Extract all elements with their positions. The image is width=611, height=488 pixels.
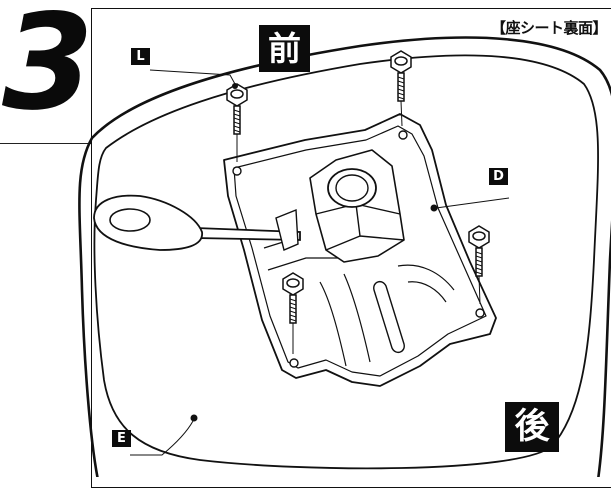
back-direction-label: 後 [505,402,559,452]
leader-dot-l [232,83,238,89]
mount-hole [475,308,485,318]
part-label-mechanism-plate: D [489,168,508,185]
seat-outer-edge [78,36,611,477]
step-divider [0,143,92,144]
bolt [390,50,412,102]
part-label-bolt: L [131,48,150,65]
bolt [226,83,248,135]
leader-dot-e [190,414,198,422]
mechanism-plate [223,113,497,387]
plate-slot [373,280,405,354]
bolt [468,225,490,277]
leader-d [435,197,510,209]
page-title: 【座シート裏面】 [490,19,608,37]
mount-hole [232,166,242,176]
lever-bracket [275,208,299,251]
mount-hole [398,130,408,140]
alignment-lines [236,100,481,354]
lever-handle [93,194,301,251]
leader-lines [130,69,510,456]
assembly-illustration [78,36,611,477]
cylinder-socket-inner [335,174,369,202]
front-direction-label: 前 [259,25,310,72]
leader-e [130,420,194,456]
lever-grip-hole [109,208,151,232]
plate-rim [233,125,487,377]
plate-ribs [263,237,455,367]
step-number: 3 [2,0,94,140]
leader-dot-d [430,204,438,212]
mount-hole [289,358,299,368]
leader-l [149,69,236,85]
part-label-seat: E [112,430,131,447]
